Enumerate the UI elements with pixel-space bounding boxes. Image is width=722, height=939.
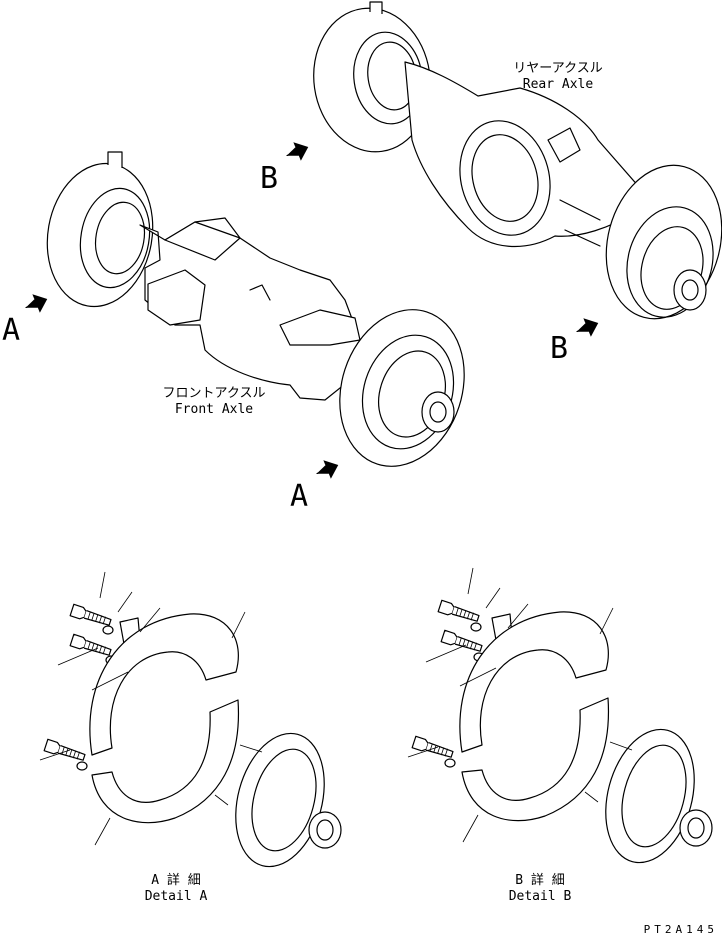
arrow-icon xyxy=(20,289,52,318)
drawing-code: PT2A145 xyxy=(644,923,718,936)
detail-a-bolt xyxy=(69,603,113,629)
detail-a-label-en: Detail A xyxy=(145,889,208,904)
front-axle-housing xyxy=(139,217,361,401)
rear-axle-label-jp: リヤーアクスル xyxy=(513,61,602,76)
detail-b-hub xyxy=(605,728,695,864)
view-label-a-bottom: A xyxy=(290,479,308,514)
arrow-icon xyxy=(311,455,343,484)
detail-b-illustration xyxy=(407,567,713,864)
front-axle-label-jp: フロントアクスル xyxy=(163,386,266,401)
detail-b-washer xyxy=(444,758,456,768)
detail-b-lower-plate xyxy=(461,697,610,822)
detail-b-bolt xyxy=(440,629,484,655)
detail-b-label-jp: B 詳 細 xyxy=(515,872,564,888)
view-label-b-right: B xyxy=(550,331,568,366)
detail-a-lower-plate xyxy=(91,699,240,824)
detail-b-label-en: Detail B xyxy=(509,889,572,904)
front-axle-illustration xyxy=(46,151,465,467)
detail-a-illustration xyxy=(39,571,342,868)
arrow-icon xyxy=(571,313,603,342)
front-axle-label-en: Front Axle xyxy=(175,402,253,417)
detail-a-hub xyxy=(235,732,325,868)
detail-a-upper-plate xyxy=(89,613,239,756)
front-axle-left-brake-disc xyxy=(46,151,154,308)
rear-axle-label-en: Rear Axle xyxy=(523,77,594,92)
detail-a-bolt xyxy=(69,633,113,659)
detail-a-washer xyxy=(102,625,114,635)
detail-b-washer xyxy=(470,622,482,632)
detail-a-label-jp: A 詳 細 xyxy=(151,872,200,888)
detail-b-bolt xyxy=(411,735,455,761)
front-axle-right-brake-disc xyxy=(339,309,465,467)
detail-b-bolt xyxy=(437,599,481,625)
rear-axle-illustration xyxy=(313,1,722,320)
arrow-icon xyxy=(281,137,313,166)
detail-a-washer xyxy=(76,761,88,771)
detail-b-upper-plate xyxy=(459,611,609,753)
rear-axle-right-brake-disc xyxy=(605,164,722,320)
view-label-a-left: A xyxy=(2,313,20,348)
detail-a-bolt xyxy=(43,738,87,764)
rear-axle-housing xyxy=(404,61,641,248)
view-label-b-top: B xyxy=(260,161,278,196)
